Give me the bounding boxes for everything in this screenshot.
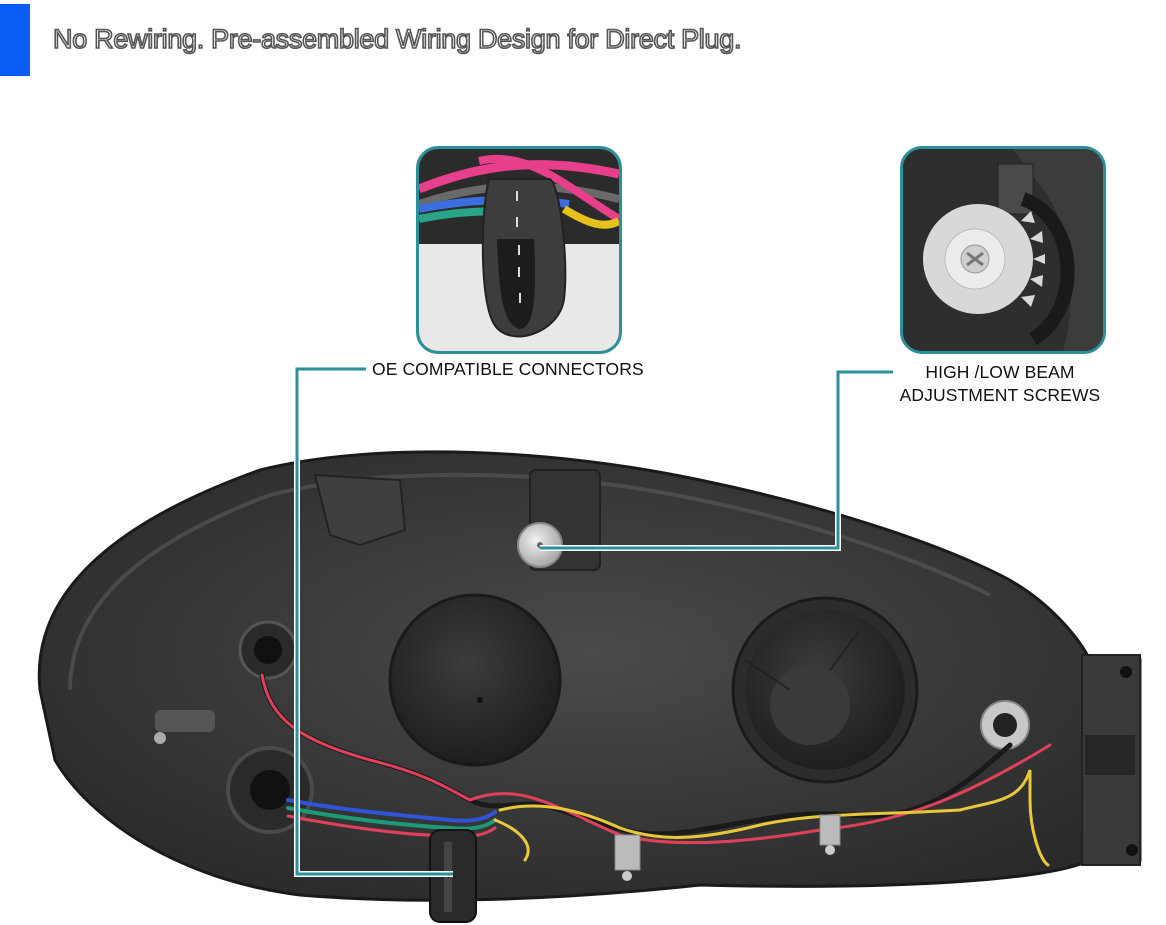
adjuster-callout-label: HIGH /LOW BEAM ADJUSTMENT SCREWS (880, 361, 1120, 407)
adjuster-label-line2: ADJUSTMENT SCREWS (899, 385, 1101, 405)
wire-clip (614, 834, 641, 871)
connector-callout-label: OE COMPATIBLE CONNECTORS (372, 359, 644, 379)
connector-inset-photo (416, 146, 622, 354)
adjuster-label-line1: HIGH /LOW BEAM (925, 362, 1075, 382)
low-beam-dust-cap (388, 593, 562, 767)
harness-connector (429, 829, 477, 923)
adjuster-inset-photo (900, 146, 1106, 354)
wire-clip (819, 814, 841, 846)
headline-title: No Rewiring. Pre-assembled Wiring Design… (52, 23, 742, 55)
header-accent-bar (0, 4, 30, 76)
gear-screw (923, 204, 1045, 314)
